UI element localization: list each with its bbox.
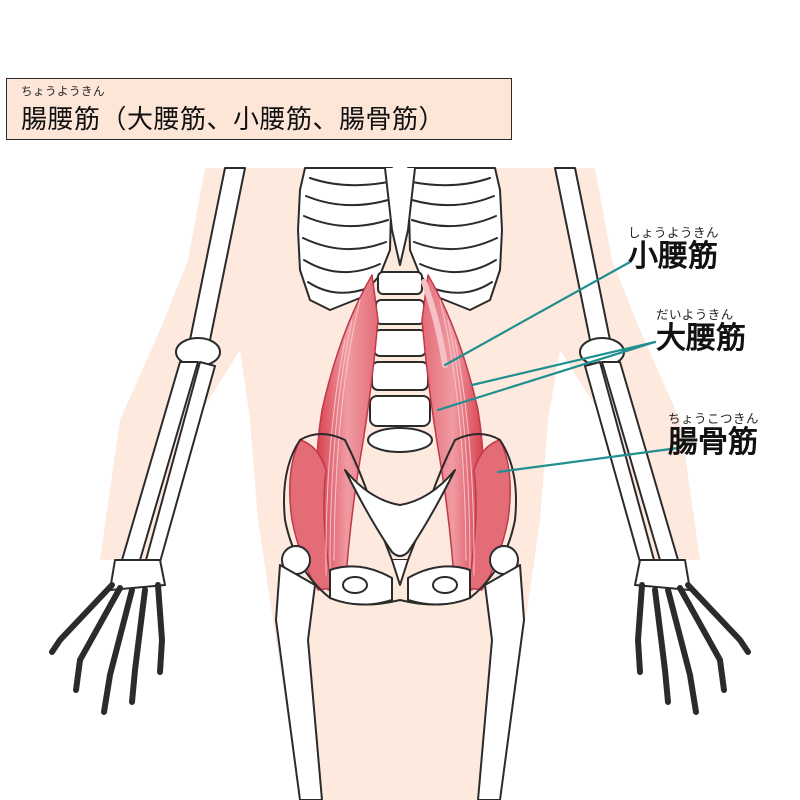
femur-left [275,545,323,800]
lumbar-spine [367,271,433,453]
label-psoas-major-ruby: だいようきん [656,307,734,322]
iliacus-right [467,439,511,591]
label-psoas-minor-name: 小腰筋 [628,239,718,274]
femur-right [477,545,525,800]
psoas-major-right [421,274,485,591]
right-arm [554,167,751,715]
ribcage [297,167,503,311]
leader-line-psoas-minor [443,260,632,367]
label-psoas-major-name: 大腰筋 [656,321,746,356]
pelvis [283,433,517,606]
label-iliacus-ruby: ちょうこつきん [668,411,760,426]
title-ruby: ちょうようきん [21,84,105,98]
title-text: 腸腰筋（大腰筋、小腰筋、腸骨筋） [21,105,446,135]
label-psoas-minor: しょうようきん 小腰筋 [628,222,719,273]
leader-line-psoas-major-a [470,340,657,387]
left-arm [49,167,246,715]
label-iliacus-name: 腸骨筋 [668,425,758,460]
label-psoas-minor-ruby: しょうようきん [628,225,720,240]
label-iliacus: ちょうこつきん 腸骨筋 [668,408,759,459]
leader-line-psoas-major-b [436,340,657,412]
leader-line-iliacus [496,446,680,474]
label-psoas-major: だいようきん 大腰筋 [656,304,746,355]
title-box: ちょうようきん 腸腰筋（大腰筋、小腰筋、腸骨筋） [6,78,512,140]
psoas-minor-right [421,279,448,368]
body-silhouette [100,168,700,800]
iliacus-left [289,439,333,591]
psoas-major-left [315,274,379,591]
